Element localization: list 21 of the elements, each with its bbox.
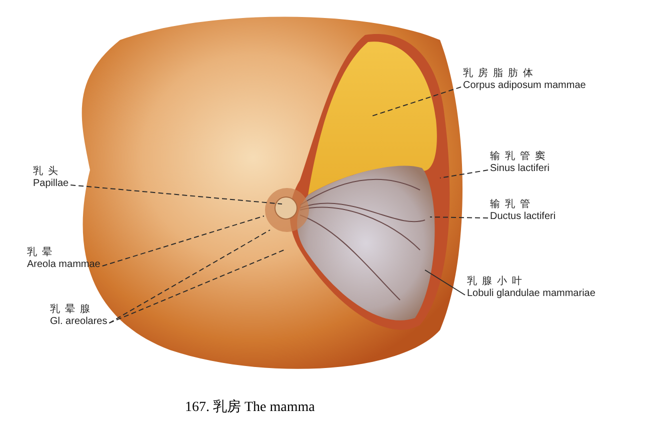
latin-term: Gl. areolares [50,316,108,328]
leader-line [70,184,282,204]
chinese-term: 输乳管窦 [490,151,550,163]
chinese-term: 乳房脂肪体 [463,68,539,80]
leader-line [102,216,264,266]
leader-line [430,216,488,218]
leader-line [108,250,284,324]
leader-line [440,170,488,178]
latin-term: Sinus lactiferi [490,163,550,175]
latin-term: Papillae [33,178,69,190]
leader-line [372,86,462,116]
chinese-term: 乳晕腺 [50,304,96,316]
chinese-term: 乳腺小叶 [467,276,528,288]
chinese-term: 乳晕 [27,247,58,259]
latin-term: Corpus adiposum mammae [463,80,586,92]
leader-line [108,230,270,324]
latin-term: Ductus lactiferi [490,211,556,223]
chinese-term: 输乳管 [490,199,536,211]
latin-term: Lobuli glandulae mammariae [467,288,596,300]
chinese-term: 乳头 [33,166,64,178]
figure-caption: 167. 乳房 The mamma [185,398,315,416]
